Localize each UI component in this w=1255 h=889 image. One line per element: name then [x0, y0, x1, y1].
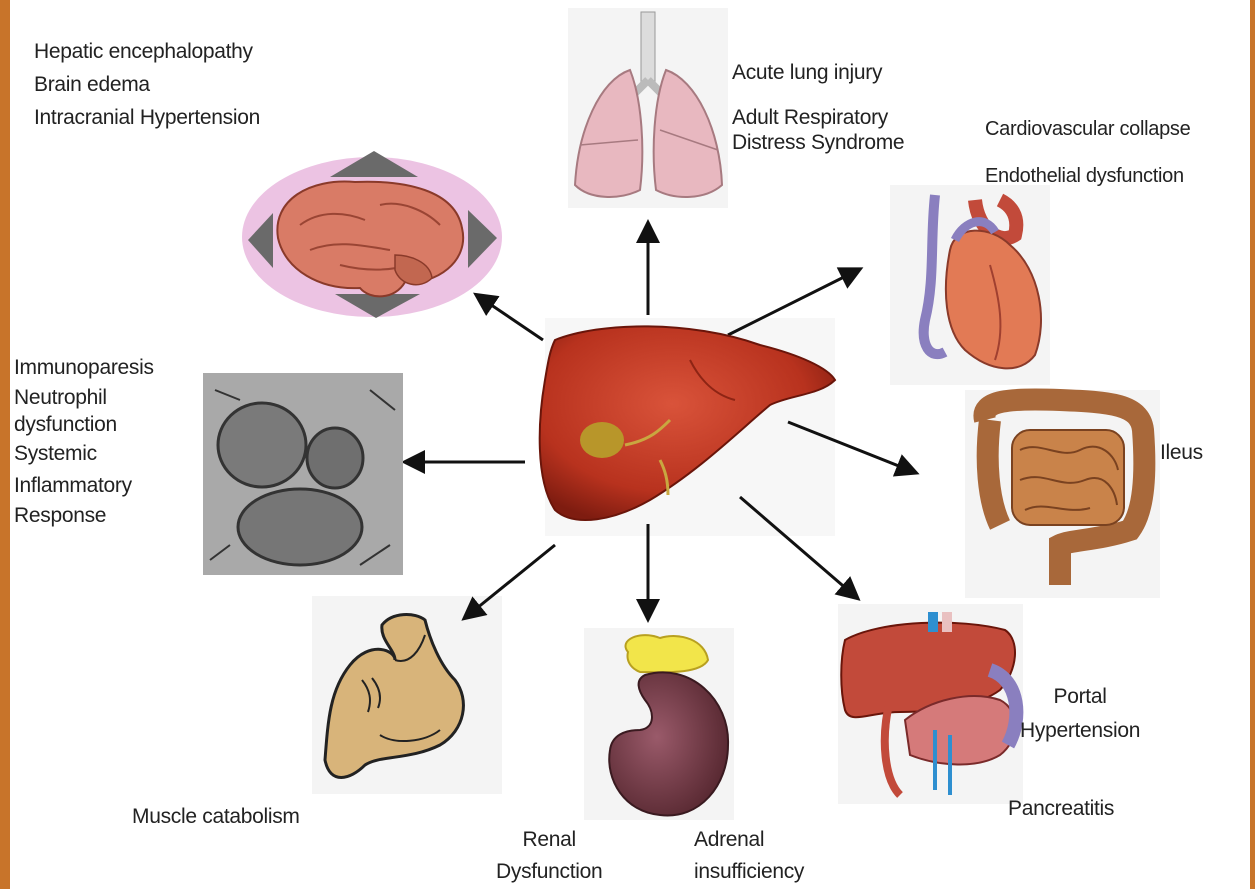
brain-effects-label: Hepatic encephalopathy Brain edema Intra…	[34, 36, 260, 135]
label-renal: Renal	[496, 824, 602, 856]
label-ileus: Ileus	[1160, 440, 1203, 466]
arrow-to-intestine	[788, 422, 914, 472]
label-neutrophil: Neutrophil	[14, 385, 154, 410]
heart-effects-label: Cardiovascular collapse Endothelial dysf…	[985, 106, 1190, 200]
arrow-to-digestive	[740, 497, 856, 597]
brain-illustration	[242, 151, 502, 318]
label-muscle-catabolism: Muscle catabolism	[132, 804, 300, 830]
arrow-to-heart	[728, 270, 858, 335]
immune-effects-label: Immunoparesis Neutrophil dysfunction Sys…	[14, 351, 154, 531]
adrenal-insufficiency-label: Adrenal insufficiency	[694, 824, 804, 887]
label-acute-lung-injury: Acute lung injury	[732, 60, 904, 85]
portal-hypertension-label: Portal Hypertension	[1020, 680, 1140, 747]
label-adrenal: Adrenal	[694, 824, 804, 856]
kidney-illustration	[609, 635, 728, 815]
arrow-to-muscle	[466, 545, 555, 617]
label-portal: Portal	[1020, 680, 1140, 714]
lungs-illustration	[575, 12, 722, 197]
arrow-to-brain	[478, 296, 543, 340]
heart-illustration	[924, 195, 1041, 368]
intestine-illustration	[984, 399, 1144, 585]
lung-effects-label: Acute lung injury Adult Respiratory Dist…	[732, 60, 904, 156]
label-immunoparesis: Immunoparesis	[14, 351, 154, 385]
label-endothelial-dysfunction: Endothelial dysfunction	[985, 153, 1190, 200]
label-systemic: Systemic	[14, 439, 154, 469]
label-renal-dysfunction: Dysfunction	[496, 856, 602, 888]
renal-dysfunction-label: Renal Dysfunction	[496, 824, 602, 887]
label-adult-respiratory: Adult Respiratory	[732, 105, 904, 130]
label-hepatic-encephalopathy: Hepatic encephalopathy	[34, 36, 260, 69]
electron-micrograph	[203, 373, 403, 575]
label-hypertension: Hypertension	[1020, 714, 1140, 748]
label-inflammatory: Inflammatory	[14, 470, 154, 502]
label-distress-syndrome: Distress Syndrome	[732, 130, 904, 155]
digestive-organs-illustration	[841, 612, 1016, 795]
label-dysfunction: dysfunction	[14, 410, 154, 439]
label-pancreatitis: Pancreatitis	[1008, 796, 1114, 822]
label-response: Response	[14, 501, 154, 530]
label-intracranial-hypertension: Intracranial Hypertension	[34, 102, 260, 135]
muscle-illustration	[325, 615, 463, 778]
label-insufficiency: insufficiency	[694, 856, 804, 888]
label-brain-edema: Brain edema	[34, 69, 260, 102]
label-cardiovascular-collapse: Cardiovascular collapse	[985, 106, 1190, 153]
